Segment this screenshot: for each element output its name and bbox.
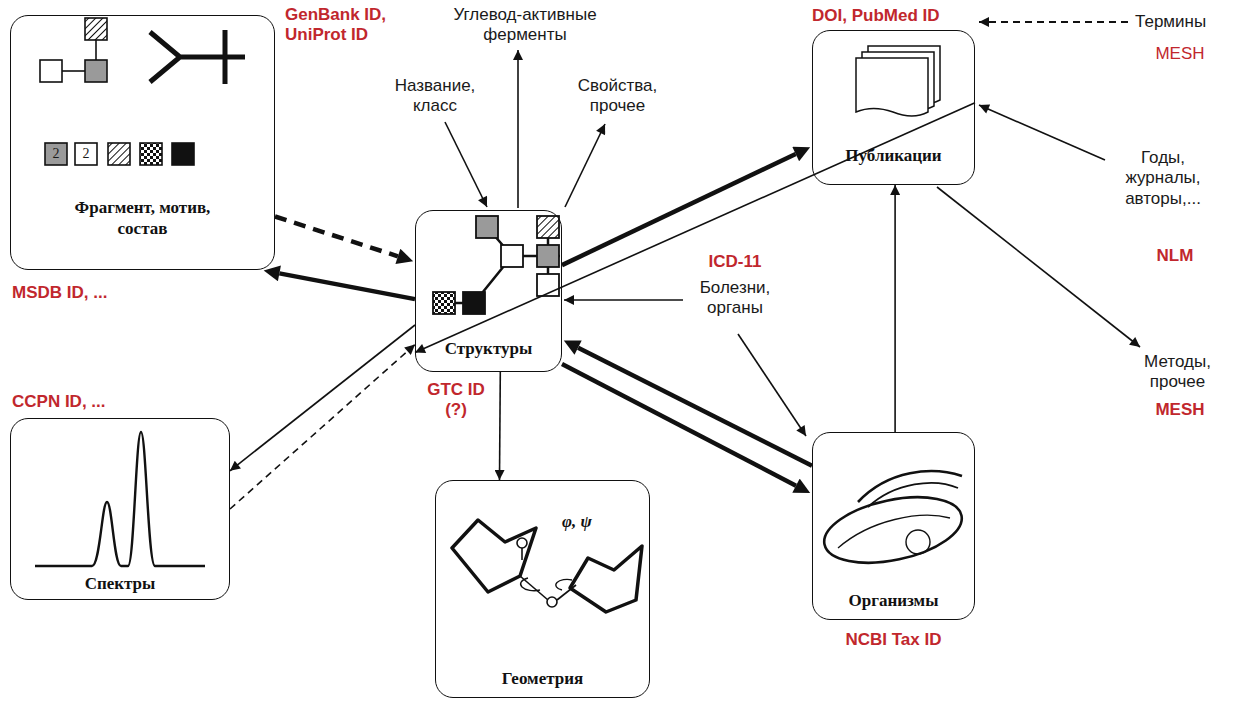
note-label: Свойства, прочее [555, 76, 680, 117]
connector-arrow [562, 154, 796, 265]
note-label: Болезни, органы [685, 278, 785, 319]
id-label: CCPN ID, ... [12, 392, 152, 412]
fragment-icons [40, 18, 245, 165]
fragment-box: Фрагмент, мотив, состав [10, 15, 275, 270]
note-label: Углевод-активные ферменты [440, 5, 610, 46]
note-label: Методы, прочее [1130, 352, 1225, 393]
leader-arrow [738, 334, 806, 436]
count-number: 2 [45, 143, 67, 165]
leader-arrow [937, 187, 1140, 347]
node-title: φ, ψ [562, 511, 592, 532]
geometry-box: φ, ψ Геометрия [435, 480, 650, 698]
publication-box: Публикации [812, 30, 975, 185]
connector-arrow [562, 364, 796, 486]
spectra-box: Спектры [10, 418, 230, 600]
connector-arrow [275, 217, 398, 257]
connector-arrow [230, 325, 415, 471]
id-label: GTC ID (?) [420, 380, 492, 421]
structure-box: Структуры [415, 210, 562, 372]
organism-box: Организмы [812, 432, 975, 620]
count-number: 2 [75, 143, 97, 165]
id-label: MESH [1140, 400, 1220, 420]
node-title: Геометрия [502, 668, 583, 689]
structure-icon [433, 216, 560, 314]
leader-arrow [564, 299, 683, 301]
connector-arrow [894, 185, 896, 432]
connector-arrow [415, 103, 975, 353]
leader-arrow [445, 122, 487, 207]
node-title: Публикации [845, 145, 941, 166]
node-title: Организмы [849, 590, 939, 611]
connector-arrow [499, 372, 501, 480]
connector-arrow [230, 345, 415, 510]
organism-icon [818, 471, 967, 574]
leader-lines [445, 22, 1140, 436]
note-label: Термины [1135, 12, 1230, 32]
node-title: Фрагмент, мотив, состав [55, 197, 230, 240]
connector-arrow [279, 273, 415, 299]
leader-arrow [517, 50, 519, 208]
chair-rings [452, 520, 642, 612]
id-label: NCBI Tax ID [812, 630, 975, 650]
id-label: DOI, PubMed ID [812, 6, 987, 26]
leader-arrow [979, 105, 1105, 160]
id-label: MESH [1140, 44, 1220, 64]
spectrum-peaks [35, 432, 205, 566]
note-label: Название, класс [380, 76, 490, 117]
id-label: MSDB ID, ... [12, 283, 152, 303]
note-label: Годы, журналы, авторы,... [1108, 148, 1218, 209]
id-label: NLM [1130, 246, 1220, 266]
id-label: ICD-11 [685, 252, 785, 272]
leader-arrow [565, 124, 605, 207]
node-title: Структуры [445, 338, 533, 359]
leader-arrow [979, 21, 1128, 23]
id-label: GenBank ID, UniProt ID [285, 5, 403, 46]
pages-icon [856, 46, 940, 116]
connector-arrow [578, 348, 812, 466]
node-title: Спектры [85, 573, 156, 594]
